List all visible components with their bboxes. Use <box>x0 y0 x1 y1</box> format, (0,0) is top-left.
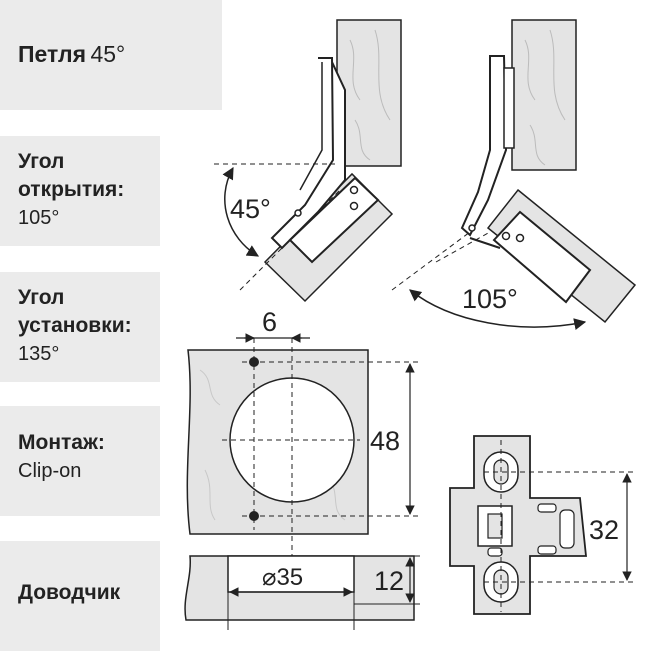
closer-title: Доводчик <box>18 581 121 604</box>
hinge-105-drawing: 105° <box>391 19 637 330</box>
install-angle-title-1: Угол <box>18 286 65 309</box>
mounting-title: Монтаж: <box>18 431 105 454</box>
door-section-view: ⌀35 12 <box>184 555 420 630</box>
card-opening-angle: Угол открытия: 105° <box>0 136 160 246</box>
card-closer: Доводчик <box>0 541 160 651</box>
dim-32-label: 32 <box>589 515 619 545</box>
angle-45-label: 45° <box>230 194 271 224</box>
install-angle-value: 135° <box>18 343 60 365</box>
door-front-view: 6 48 <box>186 307 420 600</box>
angle-45-arc <box>222 166 260 257</box>
hinge-arm-45 <box>270 57 346 250</box>
dim-6-label: 6 <box>262 307 277 337</box>
install-angle-title-2: установки: <box>18 314 132 337</box>
angle-105-arc <box>409 289 587 330</box>
dim-35-label: ⌀35 <box>262 564 303 591</box>
hinge-45-drawing: 45° <box>214 19 402 303</box>
mounting-plate: 32 <box>449 435 634 615</box>
opening-angle-value: 105° <box>18 207 60 229</box>
cabinet-panel <box>336 19 402 167</box>
dim-12-label: 12 <box>374 566 404 596</box>
card-hinge: Петля 45° <box>0 0 222 110</box>
hinge-arm-105 <box>460 55 508 237</box>
cabinet-panel-105 <box>511 19 577 171</box>
mounting-value: Clip-on <box>18 460 82 482</box>
dim-48-label: 48 <box>370 426 400 456</box>
hinge-value: 45° <box>90 41 126 67</box>
angle-105-label: 105° <box>462 284 518 314</box>
opening-angle-title-2: открытия: <box>18 178 125 201</box>
card-install-angle: Угол установки: 135° <box>0 272 160 382</box>
hinge-title: Петля <box>18 41 87 67</box>
mounting-plate-body <box>449 435 587 615</box>
cup-recess <box>227 555 355 593</box>
card-mounting: Монтаж: Clip-on <box>0 406 160 516</box>
hinge-cup-45 <box>288 176 380 264</box>
opening-angle-title-1: Угол <box>18 150 65 173</box>
